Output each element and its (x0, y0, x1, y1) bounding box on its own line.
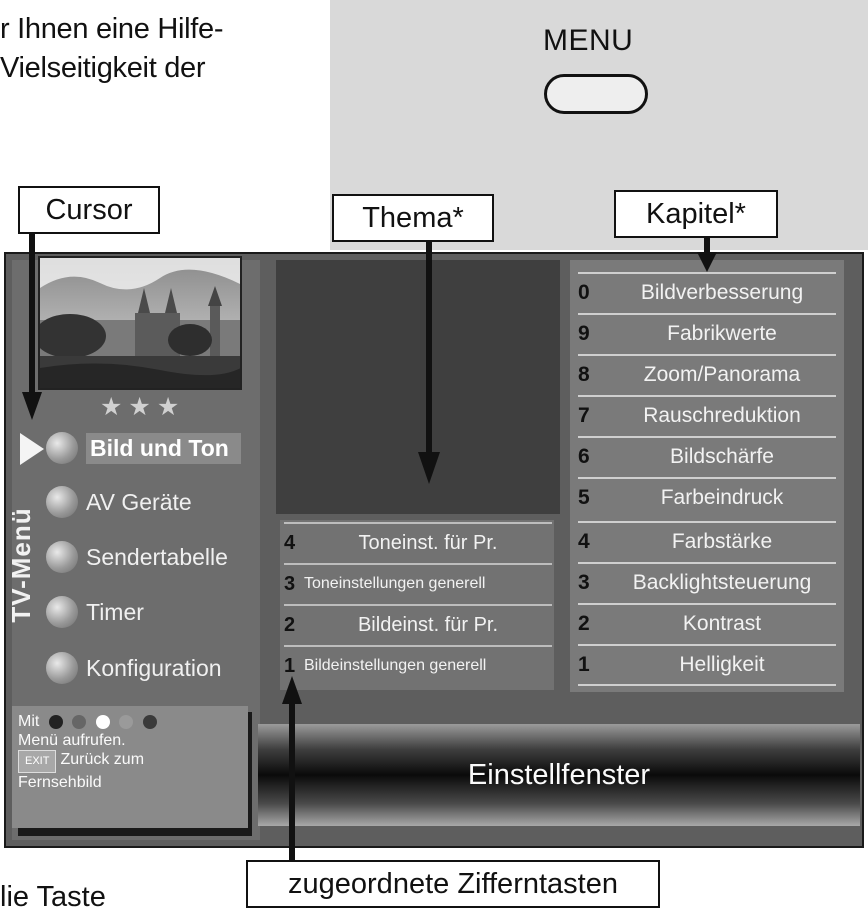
number-keys-callout: zugeordnete Zifferntasten (246, 860, 660, 908)
help-mit-text: Mit (18, 713, 40, 730)
kapitel-item-number: 8 (578, 363, 590, 386)
menu-item-label: Timer (86, 598, 144, 625)
thema-arrow-icon (418, 242, 440, 484)
kapitel-item[interactable]: 0 Bildverbesserung (578, 272, 836, 312)
thema-item[interactable]: 1 Bildeinstellungen generell (284, 645, 552, 685)
color-key-dot-icon (48, 714, 63, 729)
kapitel-item-number: 9 (578, 322, 590, 345)
kapitel-item-number: 4 (578, 530, 590, 553)
kapitel-list (570, 260, 844, 692)
manual-text-line-2: Vielseitigkeit der (0, 52, 206, 84)
kapitel-item-label: Kontrast (682, 612, 762, 635)
menu-item-label: Konfiguration (86, 654, 222, 681)
kapitel-item-number: 5 (578, 486, 590, 509)
menu-cursor-icon (20, 433, 44, 465)
kapitel-arrow-icon (697, 238, 717, 272)
kapitel-item[interactable]: 6 Bildschärfe (578, 436, 836, 476)
kapitel-item-label: Helligkeit (679, 653, 765, 676)
kapitel-item[interactable]: 1 Helligkeit (578, 644, 836, 686)
menu-ball-icon (46, 596, 78, 628)
kapitel-item-label: Fabrikwerte (667, 322, 777, 345)
menu-item-av-geraete[interactable]: AV Geräte (46, 482, 192, 522)
kapitel-item-label: Backlightsteuerung (632, 571, 812, 594)
thema-item-label: Toneinstellungen generell (304, 575, 486, 592)
kapitel-item[interactable]: 4 Farbstärke (578, 521, 836, 561)
kapitel-item-number: 2 (578, 612, 590, 635)
menu-item-timer[interactable]: Timer (46, 592, 144, 632)
kapitel-item[interactable]: 2 Kontrast (578, 603, 836, 643)
kapitel-item-label: Farbeindruck (660, 486, 784, 509)
kapitel-item-label: Farbstärke (671, 530, 773, 553)
kapitel-item-number: 1 (578, 653, 590, 676)
manual-text-line-1: r Ihnen eine Hilfe- (0, 13, 224, 45)
color-key-dot-icon (95, 714, 110, 729)
kapitel-item[interactable]: 5 Farbeindruck (578, 477, 836, 517)
help-line-1: Mit (18, 712, 242, 731)
menu-key-label: MENU (543, 24, 634, 57)
cursor-callout: Cursor (18, 186, 160, 234)
kapitel-item[interactable]: 3 Backlightsteuerung (578, 562, 836, 602)
thema-item[interactable]: 3 Toneinstellungen generell (284, 563, 552, 603)
help-line-2: Menü aufrufen. (18, 732, 126, 749)
number-keys-arrow-icon (282, 676, 302, 862)
thema-item-number: 2 (284, 613, 296, 636)
color-key-dot-icon (119, 714, 134, 729)
kapitel-item[interactable]: 9 Fabrikwerte (578, 313, 836, 353)
thema-callout: Thema* (332, 194, 494, 242)
kapitel-item-label: Bildverbesserung (640, 281, 804, 304)
menu-item-sendertabelle[interactable]: Sendertabelle (46, 537, 228, 577)
kapitel-item-label: Zoom/Panorama (643, 363, 801, 386)
kapitel-item-label: Rauschreduktion (643, 404, 801, 427)
menu-ball-icon (46, 541, 78, 573)
thema-item-number: 1 (284, 654, 296, 677)
einstellfenster-bar: Einstellfenster (258, 724, 860, 826)
kapitel-item-number: 3 (578, 571, 590, 594)
menu-ball-icon (46, 486, 78, 518)
thema-item-label: Toneinst. für Pr. (358, 531, 498, 554)
thema-item[interactable]: 4 Toneinst. für Pr. (284, 522, 552, 562)
menu-key-button[interactable] (544, 74, 648, 114)
thema-item[interactable]: 2 Bildeinst. für Pr. (284, 604, 552, 644)
kapitel-item[interactable]: 7 Rauschreduktion (578, 395, 836, 435)
thema-display-box (276, 260, 560, 514)
city-photo-icon (40, 258, 240, 388)
kapitel-item-label: Bildschärfe (670, 445, 774, 468)
menu-item-label: AV Geräte (86, 488, 192, 515)
menu-item-label: Sendertabelle (86, 543, 228, 570)
preview-image (38, 256, 242, 390)
color-key-dot-icon (142, 714, 157, 729)
menu-item-konfiguration[interactable]: Konfiguration (46, 648, 222, 688)
rating-stars: ★★★ (100, 393, 186, 421)
thema-item-number: 3 (284, 572, 296, 595)
manual-text-bottom: lie Taste (0, 881, 106, 913)
thema-item-label: Bildeinstellungen generell (304, 657, 487, 674)
manual-text: r Ihnen eine Hilfe- Vielseitigkeit der (0, 10, 300, 88)
menu-ball-icon (46, 432, 78, 464)
thema-item-number: 4 (284, 531, 296, 554)
menu-item-label: Bild und Ton (86, 432, 241, 464)
menu-item-bild-und-ton[interactable]: Bild und Ton (46, 428, 241, 468)
kapitel-item-number: 6 (578, 445, 590, 468)
color-key-dot-icon (72, 714, 87, 729)
kapitel-item-number: 7 (578, 404, 590, 427)
help-back-text: Zurück zum (60, 751, 145, 768)
kapitel-item[interactable]: 8 Zoom/Panorama (578, 354, 836, 394)
kapitel-callout: Kapitel* (614, 190, 778, 238)
exit-key-button[interactable]: EXIT (18, 750, 57, 773)
thema-item-label: Bildeinst. für Pr. (357, 613, 499, 636)
cursor-arrow-icon (22, 234, 42, 420)
menu-ball-icon (46, 652, 78, 684)
help-line-4: Fernsehbild (18, 774, 102, 791)
kapitel-item-number: 0 (578, 281, 590, 304)
